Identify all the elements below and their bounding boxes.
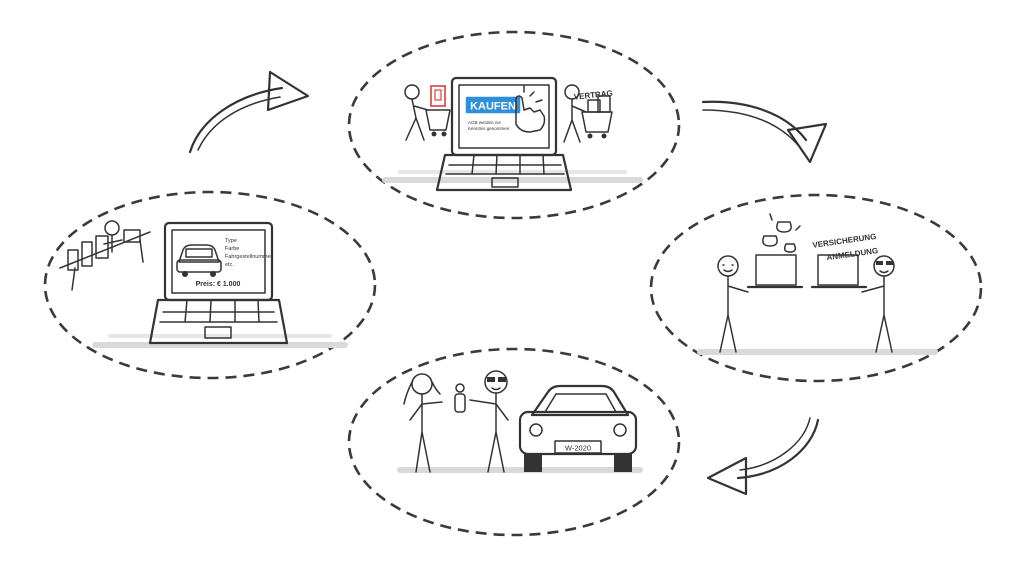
listing-line-type: Type: [225, 238, 237, 244]
buyer-woman-icon: [403, 373, 443, 473]
listing-line-color: Farbe: [225, 246, 239, 252]
listing-price: Preis: € 1.000: [196, 281, 241, 288]
step-handover-illustration: W-2020: [397, 370, 643, 473]
agb-line-1: AGB werden zur: [468, 120, 502, 125]
car-thumbnail-icon: [176, 244, 222, 277]
car-key-icon: [454, 383, 466, 413]
shopper-with-contract-icon: VERTRAG: [563, 84, 613, 143]
license-plate: W-2020: [554, 440, 602, 454]
step-listing-illustration: Type Farbe Fahrgestellnummer etc. Preis:…: [59, 220, 348, 348]
listing-laptop: Type Farbe Fahrgestellnummer etc. Preis:…: [148, 221, 289, 345]
laptop-right: [810, 254, 868, 289]
arrow-purchase-to-registration-icon: [701, 100, 828, 164]
license-plate-text: W-2020: [565, 444, 591, 453]
listing-line-vin: Fahrgestellnummer: [225, 254, 273, 260]
step-oval-handover: [347, 347, 681, 537]
handover-car-icon: W-2020: [518, 384, 638, 472]
kaufen-button-label: KAUFEN: [470, 101, 516, 113]
step-oval-registration: [649, 193, 983, 383]
laptop-left: [746, 254, 804, 289]
seller-man-icon: [469, 370, 509, 473]
hand-cursor-icon: [515, 85, 546, 133]
contract-label: VERTRAG: [573, 89, 613, 102]
seller-at-desk-icon: [59, 220, 151, 291]
arrow-registration-to-handover-icon: [706, 417, 820, 496]
kaufen-button[interactable]: KAUFEN: [464, 95, 522, 115]
agb-line-2: Kenntnis genommen: [468, 126, 510, 131]
person-holding-laptop-right-icon: [861, 255, 895, 353]
step-oval-listing: [43, 190, 377, 380]
shopper-pushing-cart-icon: [404, 84, 451, 141]
listing-line-etc: etc.: [225, 262, 234, 268]
step-registration-illustration: VERSICHERUNG ANMELDUNG: [697, 213, 938, 355]
person-holding-laptop-left-icon: [717, 255, 749, 353]
registration-label: ANMELDUNG: [826, 246, 879, 262]
arrow-listing-to-purchase-icon: [188, 70, 310, 154]
step-purchase-illustration: KAUFEN AGB werden zur Kenntnis genommen …: [382, 76, 643, 192]
purchase-laptop: KAUFEN AGB werden zur Kenntnis genommen: [435, 76, 573, 192]
money-bags-icon: [762, 213, 801, 253]
step-oval-purchase: [347, 30, 681, 220]
